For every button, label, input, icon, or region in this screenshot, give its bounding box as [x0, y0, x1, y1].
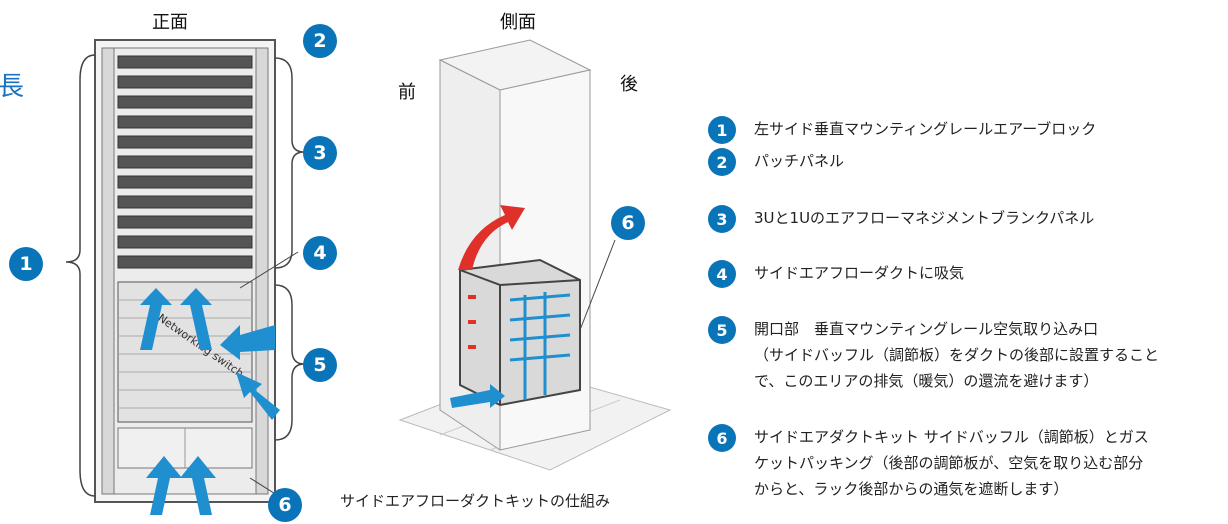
- edge-text: 長: [0, 72, 25, 102]
- legend-number-4: 4: [708, 260, 736, 288]
- legend-item-6: 6 サイドエアダクトキット サイドバッフル（調節板）とガス ケットパッキング（後…: [708, 424, 1149, 502]
- front-label: 前: [398, 82, 416, 103]
- left-rail: [101, 47, 115, 495]
- legend-item-5: 5 開口部 垂直マウンティングレール空気取り込み口 （サイドバッフル（調節板）を…: [708, 316, 1159, 394]
- side-view-label: 側面: [500, 12, 536, 33]
- front-rack-diagram: Networking switch: [65, 39, 305, 515]
- leader-4: [239, 251, 299, 289]
- legend-number-5: 5: [708, 316, 736, 344]
- callout-3: 3: [303, 136, 337, 170]
- patch-panels: [117, 55, 253, 269]
- callout-4: 4: [303, 236, 337, 270]
- right-rail: [255, 47, 269, 495]
- callout-5: 5: [303, 348, 337, 382]
- hot-air-arrow: [458, 205, 525, 270]
- legend-item-4: 4 サイドエアフローダクトに吸気: [708, 260, 964, 288]
- legend-item-1: 1 左サイド垂直マウンティングレールエアーブロック: [708, 116, 1096, 144]
- figure-caption: サイドエアフローダクトキットの仕組み: [340, 492, 611, 510]
- callout-1: 1: [9, 247, 43, 281]
- legend-number-6: 6: [708, 424, 736, 452]
- front-airflow-arrows: [140, 288, 280, 515]
- bracket-5: [274, 284, 305, 441]
- legend-item-3: 3 3Uと1Uのエアフローマネジメントブランクパネル: [708, 205, 1094, 233]
- legend-text-5: 開口部 垂直マウンティングレール空気取り込み口 （サイドバッフル（調節板）をダク…: [754, 320, 1160, 390]
- legend-item-2: 2 パッチパネル: [708, 148, 844, 176]
- legend-text-4: サイドエアフローダクトに吸気: [754, 264, 965, 282]
- legend-number-1: 1: [708, 116, 736, 144]
- legend-text-3: 3Uと1Uのエアフローマネジメントブランクパネル: [754, 209, 1095, 227]
- bracket-1: [65, 54, 96, 497]
- side-rack-diagram: [398, 39, 672, 471]
- legend-number-2: 2: [708, 148, 736, 176]
- legend-text-1: 左サイド垂直マウンティングレールエアーブロック: [754, 120, 1097, 138]
- legend-number-3: 3: [708, 205, 736, 233]
- callout-2: 2: [303, 24, 337, 58]
- callout-6: 6: [268, 488, 302, 522]
- legend-text-2: パッチパネル: [754, 152, 845, 170]
- bracket-3: [274, 57, 305, 269]
- front-view-label: 正面: [152, 12, 188, 33]
- legend-text-6: サイドエアダクトキット サイドバッフル（調節板）とガス ケットパッキング（後部の…: [754, 428, 1149, 498]
- rear-label: 後: [620, 74, 638, 95]
- callout-6-side: 6: [611, 206, 645, 240]
